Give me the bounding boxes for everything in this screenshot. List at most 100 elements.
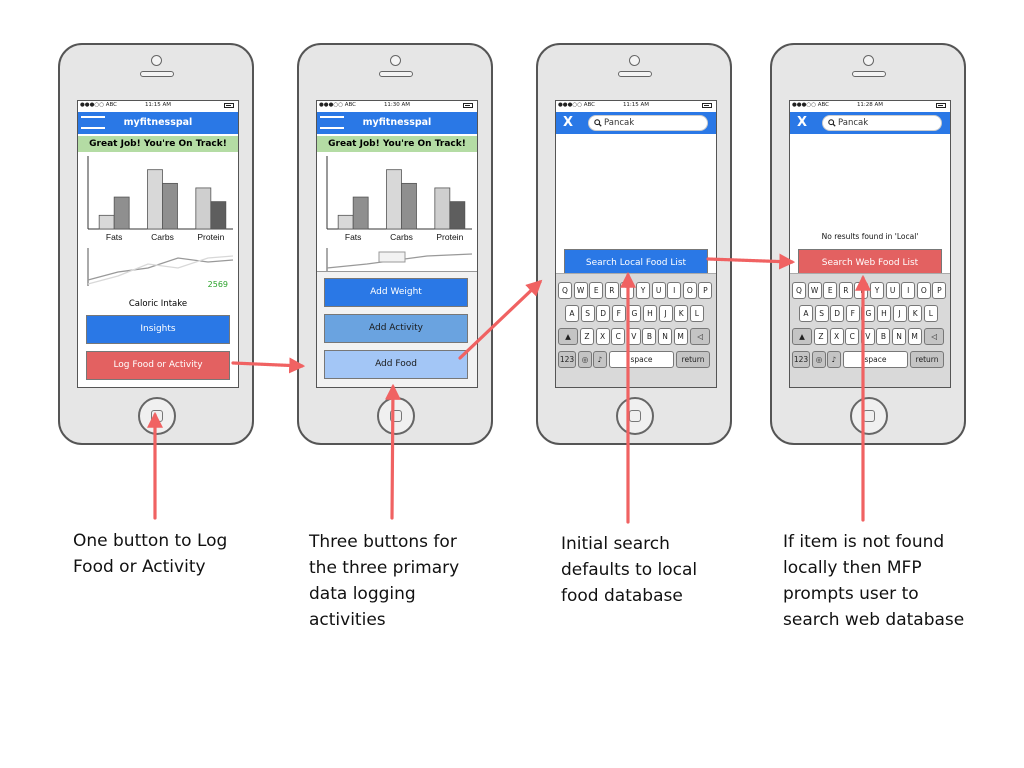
key-l[interactable]: L [689, 305, 704, 322]
shift-key[interactable]: ▲ [558, 328, 578, 345]
key-x[interactable]: X [595, 328, 610, 345]
key-z[interactable]: Z [814, 328, 828, 345]
key-k[interactable]: K [674, 305, 689, 322]
key-x[interactable]: X [829, 328, 844, 345]
microphone-icon: ♪ [831, 355, 837, 364]
tick-label-carbs: Carbs [390, 232, 413, 242]
key-p[interactable]: P [698, 282, 713, 299]
insights-button[interactable]: Insights [86, 315, 230, 344]
arrow-food-to-search [458, 279, 543, 360]
tick-label-protein: Protein [436, 232, 463, 242]
phone-log-menu: ●●●○○ ABC 11:30 AM myfitnesspal Great Jo… [297, 43, 493, 445]
camera [629, 55, 640, 66]
key-q[interactable]: Q [558, 282, 572, 299]
key-c[interactable]: C [845, 328, 860, 345]
key-b[interactable]: B [642, 328, 657, 345]
return-key-label: return [681, 355, 705, 364]
key-g[interactable]: G [861, 305, 876, 322]
carrier-label: ●●●○○ ABC [792, 102, 830, 108]
return-key[interactable]: return [676, 351, 710, 368]
key-k[interactable]: K [908, 305, 923, 322]
key-d[interactable]: D [596, 305, 611, 322]
key-w[interactable]: W [573, 282, 588, 299]
key-m[interactable]: M [673, 328, 688, 345]
battery-icon [463, 103, 473, 108]
key-h[interactable]: H [643, 305, 657, 322]
numbers-key[interactable]: 123 [792, 351, 810, 368]
key-i[interactable]: I [901, 282, 916, 299]
sparkline-line [87, 257, 234, 281]
key-u[interactable]: U [885, 282, 900, 299]
key-y[interactable]: Y [636, 282, 650, 299]
key-f[interactable]: F [611, 305, 626, 322]
key-r[interactable]: R [838, 282, 853, 299]
home-button[interactable] [377, 397, 415, 435]
carrier-label: ●●●○○ ABC [558, 102, 596, 108]
key-i[interactable]: I [667, 282, 682, 299]
key-p[interactable]: P [932, 282, 947, 299]
speaker [140, 71, 174, 77]
add-food-button[interactable]: Add Food [324, 350, 468, 379]
key-w[interactable]: W [807, 282, 822, 299]
globe-icon: ◎ [581, 355, 589, 364]
phone-local-search: ●●●○○ ABC 11:15 AM X Pancak Search Local… [536, 43, 732, 445]
menu-icon[interactable] [81, 115, 105, 131]
globe-key[interactable]: ◎ [578, 351, 592, 368]
search-input[interactable]: Pancak [588, 115, 708, 131]
delete-icon: ◁ [697, 332, 703, 341]
numbers-key[interactable]: 123 [558, 351, 576, 368]
close-button[interactable]: X [563, 115, 574, 130]
carrier-label: ●●●○○ ABC [319, 102, 357, 108]
key-f[interactable]: F [845, 305, 860, 322]
key-e[interactable]: E [589, 282, 604, 299]
mic-key[interactable]: ♪ [827, 351, 841, 368]
key-j[interactable]: J [658, 305, 673, 322]
arrow-caption2 [384, 383, 401, 520]
key-n[interactable]: N [658, 328, 672, 345]
key-m[interactable]: M [907, 328, 922, 345]
key-j[interactable]: J [892, 305, 907, 322]
key-z[interactable]: Z [580, 328, 594, 345]
add-activity-button[interactable]: Add Activity [324, 314, 468, 343]
bar-protein-2 [210, 201, 227, 230]
key-h[interactable]: H [877, 305, 891, 322]
return-key[interactable]: return [910, 351, 944, 368]
space-key[interactable]: space [609, 351, 674, 368]
key-a[interactable]: A [799, 305, 813, 322]
key-d[interactable]: D [830, 305, 845, 322]
key-c[interactable]: C [611, 328, 626, 345]
key-s[interactable]: S [580, 305, 595, 322]
key-o[interactable]: O [682, 282, 697, 299]
search-input[interactable]: Pancak [822, 115, 942, 131]
key-e[interactable]: E [823, 282, 838, 299]
key-q[interactable]: Q [792, 282, 806, 299]
key-n[interactable]: N [892, 328, 906, 345]
globe-key[interactable]: ◎ [812, 351, 826, 368]
key-a[interactable]: A [565, 305, 579, 322]
delete-key[interactable]: ◁ [690, 328, 710, 345]
menu-grab-handle[interactable] [378, 251, 406, 263]
close-button[interactable]: X [797, 115, 808, 130]
menu-icon[interactable] [320, 115, 344, 131]
key-o[interactable]: O [916, 282, 931, 299]
home-button[interactable] [616, 397, 654, 435]
space-key[interactable]: space [843, 351, 908, 368]
numbers-key-label: 123 [559, 355, 575, 364]
bar-protein-2 [449, 201, 466, 230]
key-r[interactable]: R [604, 282, 619, 299]
camera [151, 55, 162, 66]
mic-key[interactable]: ♪ [593, 351, 607, 368]
shift-key[interactable]: ▲ [792, 328, 812, 345]
delete-key[interactable]: ◁ [924, 328, 944, 345]
key-u[interactable]: U [651, 282, 666, 299]
speaker [379, 71, 413, 77]
key-l[interactable]: L [923, 305, 938, 322]
add-weight-button[interactable]: Add Weight [324, 278, 468, 307]
key-s[interactable]: S [814, 305, 829, 322]
key-b[interactable]: B [876, 328, 891, 345]
log-food-activity-button[interactable]: Log Food or Activity [86, 351, 230, 380]
